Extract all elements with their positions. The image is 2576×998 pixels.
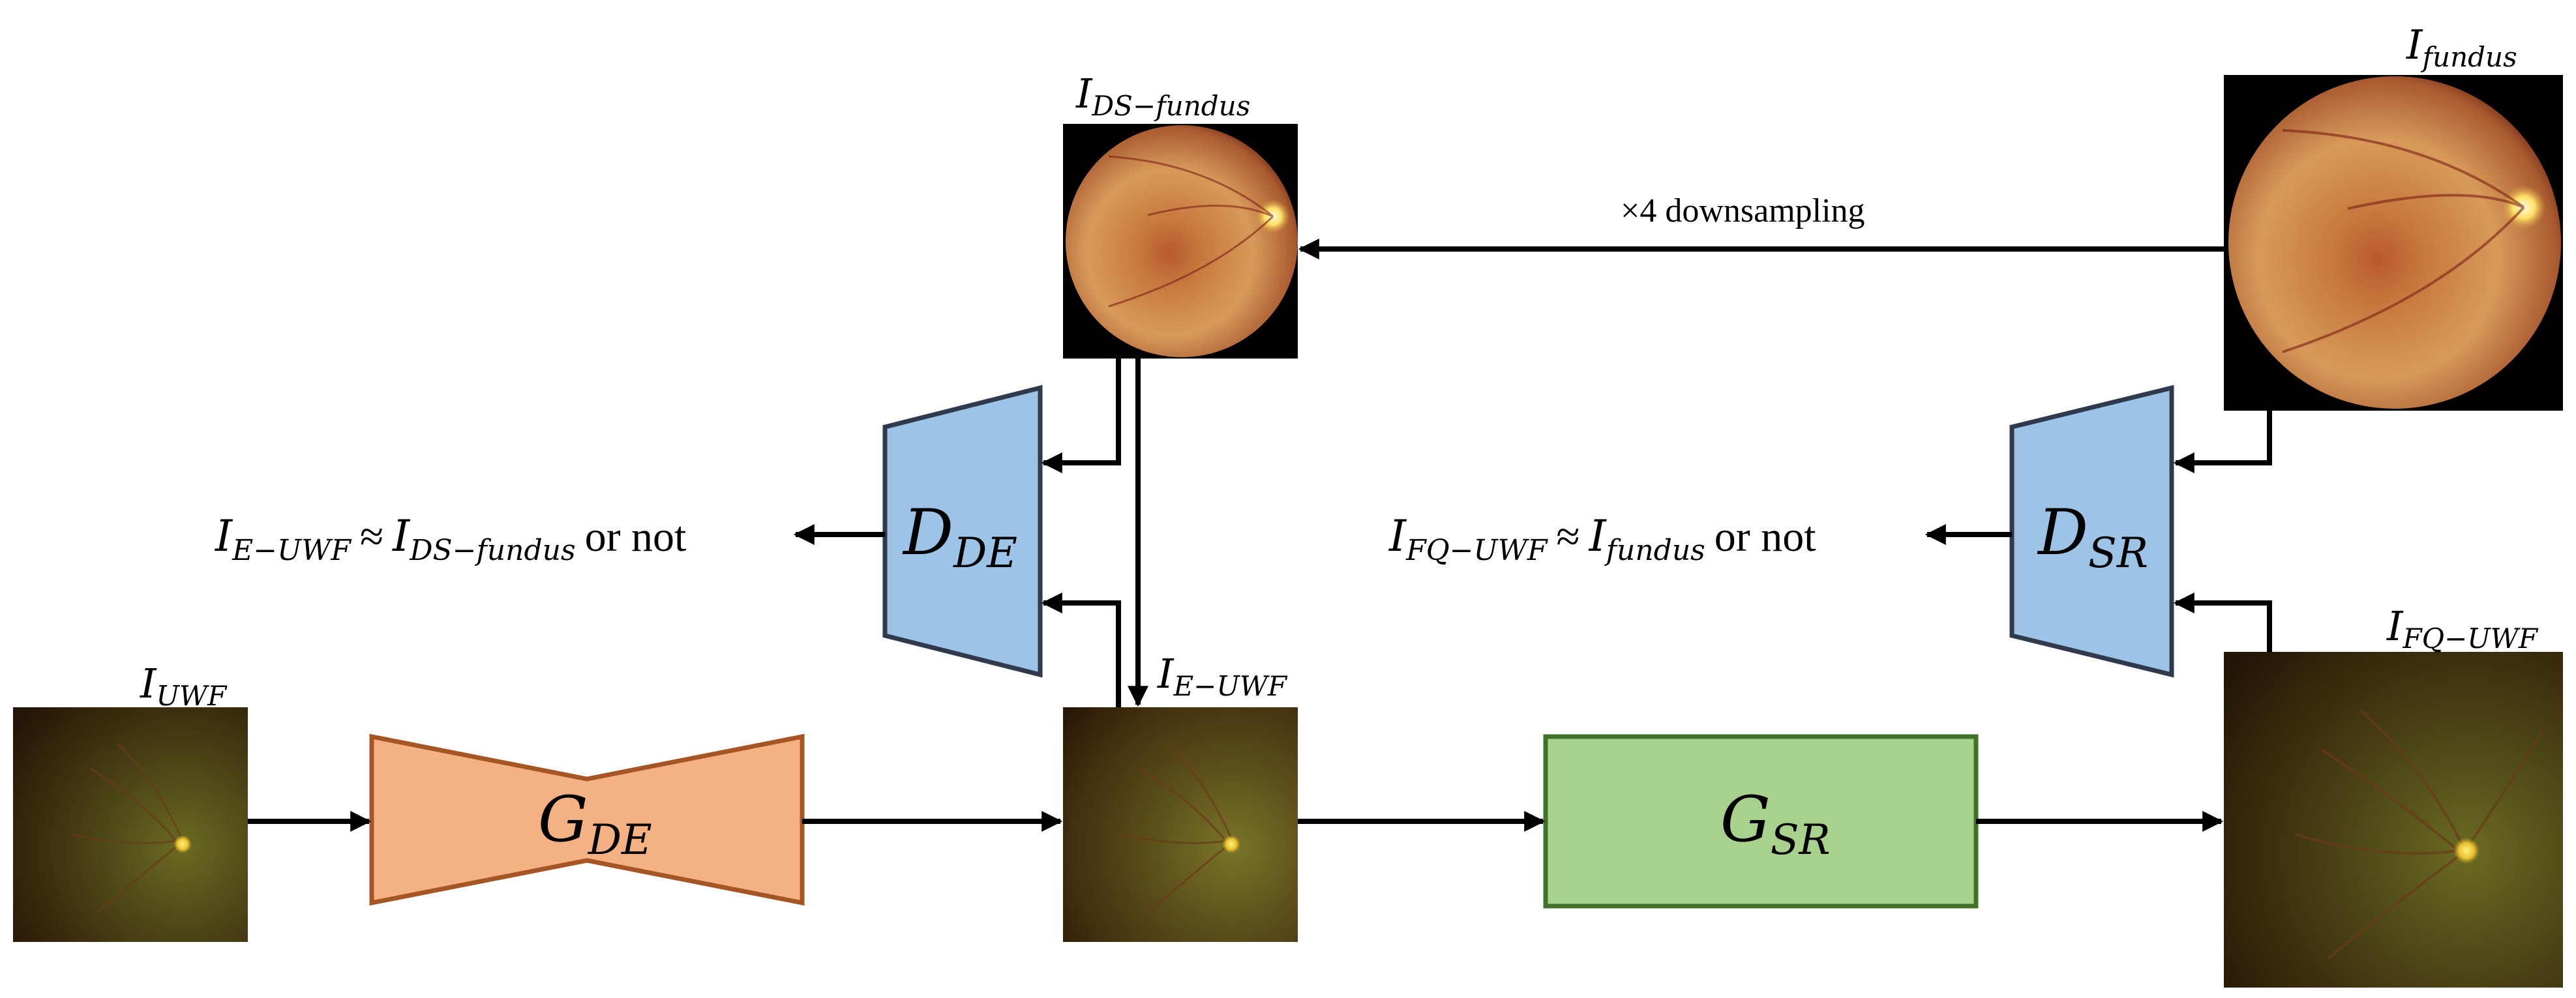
discriminator-de-block: DDE <box>882 385 1043 678</box>
fundus-label: Ifundus <box>2406 21 2517 73</box>
generator-sr-block: GSR <box>1543 734 1979 909</box>
arrow-fquwf-to-dsr <box>2173 593 2272 652</box>
generator-de-block: GDE <box>369 733 805 906</box>
uwf-input-image <box>13 707 248 942</box>
ds-fundus-image <box>1063 124 1298 359</box>
arrows <box>248 239 2272 832</box>
downsampling-label: ×4 downsampling <box>1621 192 1865 229</box>
fq-uwf-image <box>2224 652 2563 988</box>
discriminator-sr-label: DSR <box>2037 496 2148 578</box>
arrow-fundus-to-dsr <box>2173 411 2272 473</box>
arrow-euwf-to-dde <box>1041 593 1121 707</box>
e-uwf-label: IE−UWF <box>1157 650 1288 702</box>
generator-sr-label: GSR <box>1720 783 1831 864</box>
uwf-input-label: IUWF <box>140 660 228 712</box>
generator-de-label: GDE <box>538 783 652 864</box>
discriminator-sr-block: DSR <box>2009 385 2174 678</box>
discriminator-de-label: DDE <box>902 496 1017 578</box>
e-uwf-image <box>1063 707 1298 942</box>
fundus-image <box>2224 75 2563 411</box>
ds-fundus-label: IDS−fundus <box>1075 70 1250 122</box>
fq-uwf-label: IFQ−UWF <box>2386 602 2539 654</box>
arrow-dsfundus-to-dde <box>1041 359 1121 473</box>
